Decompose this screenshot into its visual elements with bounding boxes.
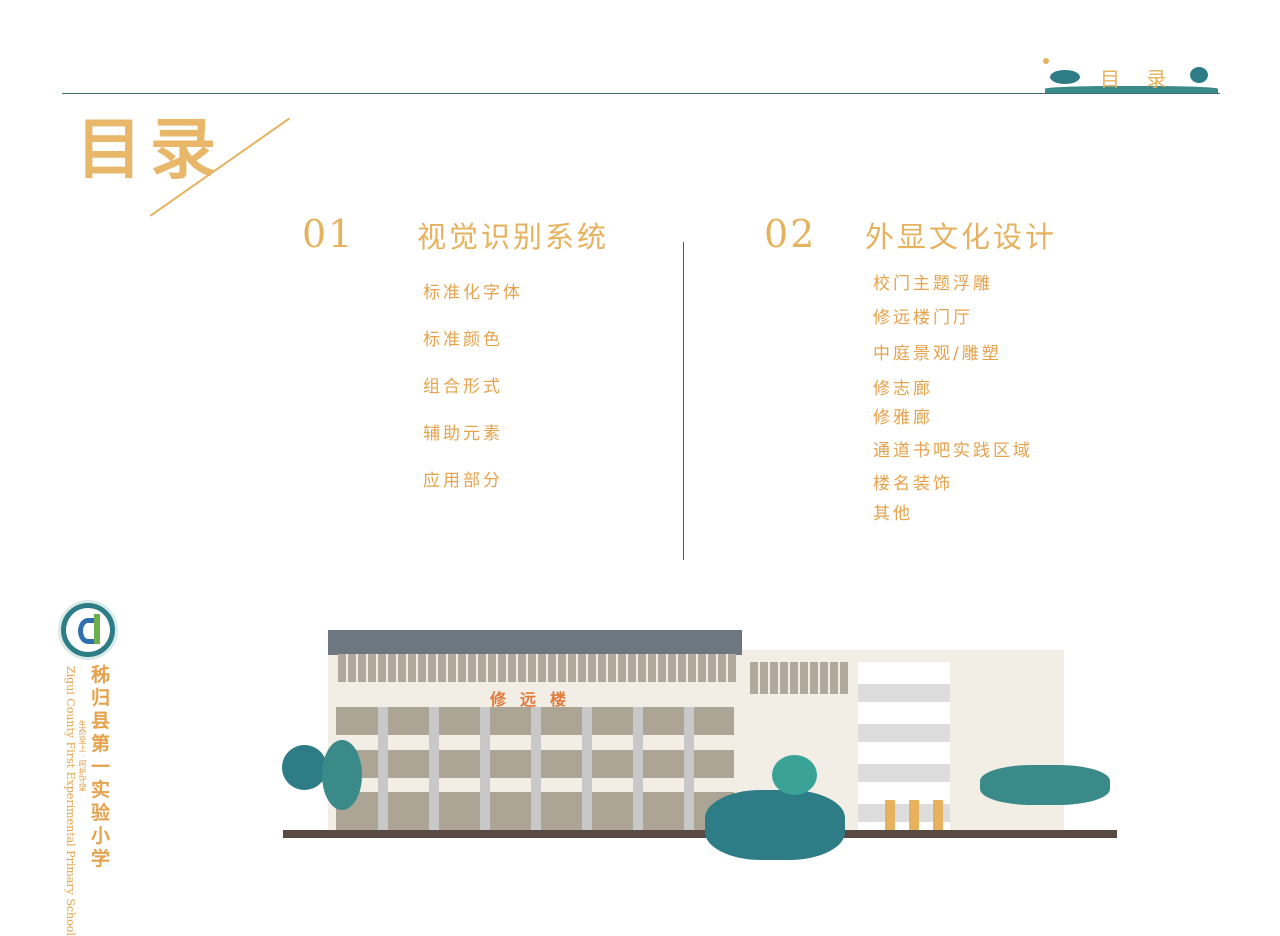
toc-item[interactable]: 标准化字体 [423, 283, 523, 303]
building-columns [378, 707, 698, 830]
tree-icon [282, 745, 327, 790]
header-divider [62, 93, 1220, 94]
ground [283, 830, 1117, 838]
toc-item[interactable]: 修雅廊 [873, 408, 933, 428]
toc-item[interactable]: 其他 [873, 504, 913, 524]
school-motto: 生命至上 · 呵护守望 [78, 720, 87, 792]
header-illustration [1045, 86, 1218, 93]
section-1-title: 视觉识别系统 [417, 220, 610, 254]
toc-item[interactable]: 通道书吧实践区域 [873, 441, 1033, 461]
toc-item[interactable]: 校门主题浮雕 [873, 274, 993, 294]
section-2-title: 外显文化设计 [865, 220, 1058, 254]
toc-item[interactable]: 组合形式 [423, 377, 503, 397]
logo-mark-icon [94, 614, 100, 644]
tree-icon [1050, 70, 1080, 84]
toc-item[interactable]: 中庭景观/雕塑 [873, 344, 1002, 364]
sun-icon [1043, 58, 1049, 64]
toc-item[interactable]: 修远楼门厅 [873, 308, 973, 328]
toc-item[interactable]: 辅助元素 [423, 424, 503, 444]
logo-mark-icon [78, 618, 98, 644]
toc-item[interactable]: 修志廊 [873, 379, 933, 399]
page-title: 目录 [76, 110, 224, 188]
tree-icon [322, 740, 362, 810]
tree-icon [1190, 67, 1208, 83]
bush-icon [705, 790, 845, 860]
section-divider [683, 242, 684, 560]
section-2-number: 02 [764, 212, 817, 256]
school-name-en: Zigui County First Experimental Primary … [64, 666, 77, 936]
toc-item[interactable]: 应用部分 [423, 471, 503, 491]
building-sign: 修远楼 [490, 690, 581, 709]
tree-icon [772, 755, 817, 795]
building-roof [328, 630, 742, 655]
toc-item[interactable]: 楼名装饰 [873, 474, 953, 494]
toc-item[interactable]: 标准颜色 [423, 330, 503, 350]
school-name-cn: 秭归县第一实验小学 [91, 664, 111, 870]
section-1-number: 01 [302, 212, 355, 256]
building-windows-top [338, 654, 736, 682]
people-silhouettes [885, 800, 955, 830]
building-windows [750, 662, 850, 694]
header-label: 目 录 [1100, 67, 1177, 91]
tree-icon [980, 765, 1110, 805]
